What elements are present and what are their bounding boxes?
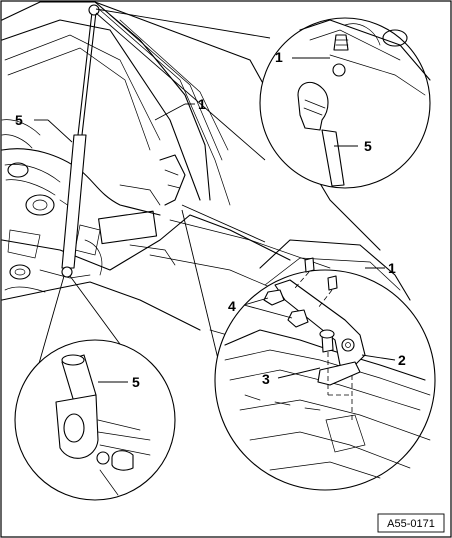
callout-hinge-1: 1 <box>388 260 396 276</box>
hood-hinge-small <box>159 154 186 206</box>
stud-icon-2 <box>327 275 338 291</box>
callout-hinge-4: 4 <box>228 298 236 314</box>
hood-hinge-edge <box>94 1 211 201</box>
strut-top-mount <box>88 4 100 16</box>
callout-hinge-2: 2 <box>398 352 406 368</box>
ball-socket-icon <box>332 63 346 77</box>
strut-callout: 5 <box>15 112 73 143</box>
callout-strut-5: 5 <box>15 112 23 128</box>
ball-pin-icon <box>96 451 110 465</box>
callout-top-detail-5: 5 <box>364 138 372 154</box>
detail-hood-hinge: 1 2 3 4 <box>181 204 436 491</box>
stud-icon-1 <box>304 257 315 273</box>
detail-circle-top <box>259 17 431 189</box>
engine-bay-scene <box>1 1 381 371</box>
strut-end-fitting-icon <box>297 81 329 131</box>
callout-hood-1: 1 <box>198 96 206 112</box>
callout-top-detail-1: 1 <box>275 49 283 65</box>
detail-lower-strut-mount: 5 <box>14 275 176 501</box>
callout-hinge-3: 3 <box>262 371 270 387</box>
hood-inner-edge <box>1 19 201 201</box>
strut-eye-fitting-icon <box>55 394 99 459</box>
hood-callout: 1 <box>154 96 206 121</box>
strut-bottom-mount <box>61 266 73 278</box>
nut-icon-2 <box>287 309 309 328</box>
reference-code-box: A55-0171 <box>377 513 445 533</box>
strut-cylinder <box>61 134 87 269</box>
strut-rod-top-icon <box>321 129 345 187</box>
reference-code: A55-0171 <box>387 518 435 530</box>
ball-stud-icon <box>333 34 349 51</box>
callout-bottom-detail-5: 5 <box>132 374 140 390</box>
gas-strut <box>61 4 100 278</box>
detail-upper-strut-mount: 1 5 <box>95 8 431 189</box>
mount-bracket-icon <box>111 450 134 471</box>
